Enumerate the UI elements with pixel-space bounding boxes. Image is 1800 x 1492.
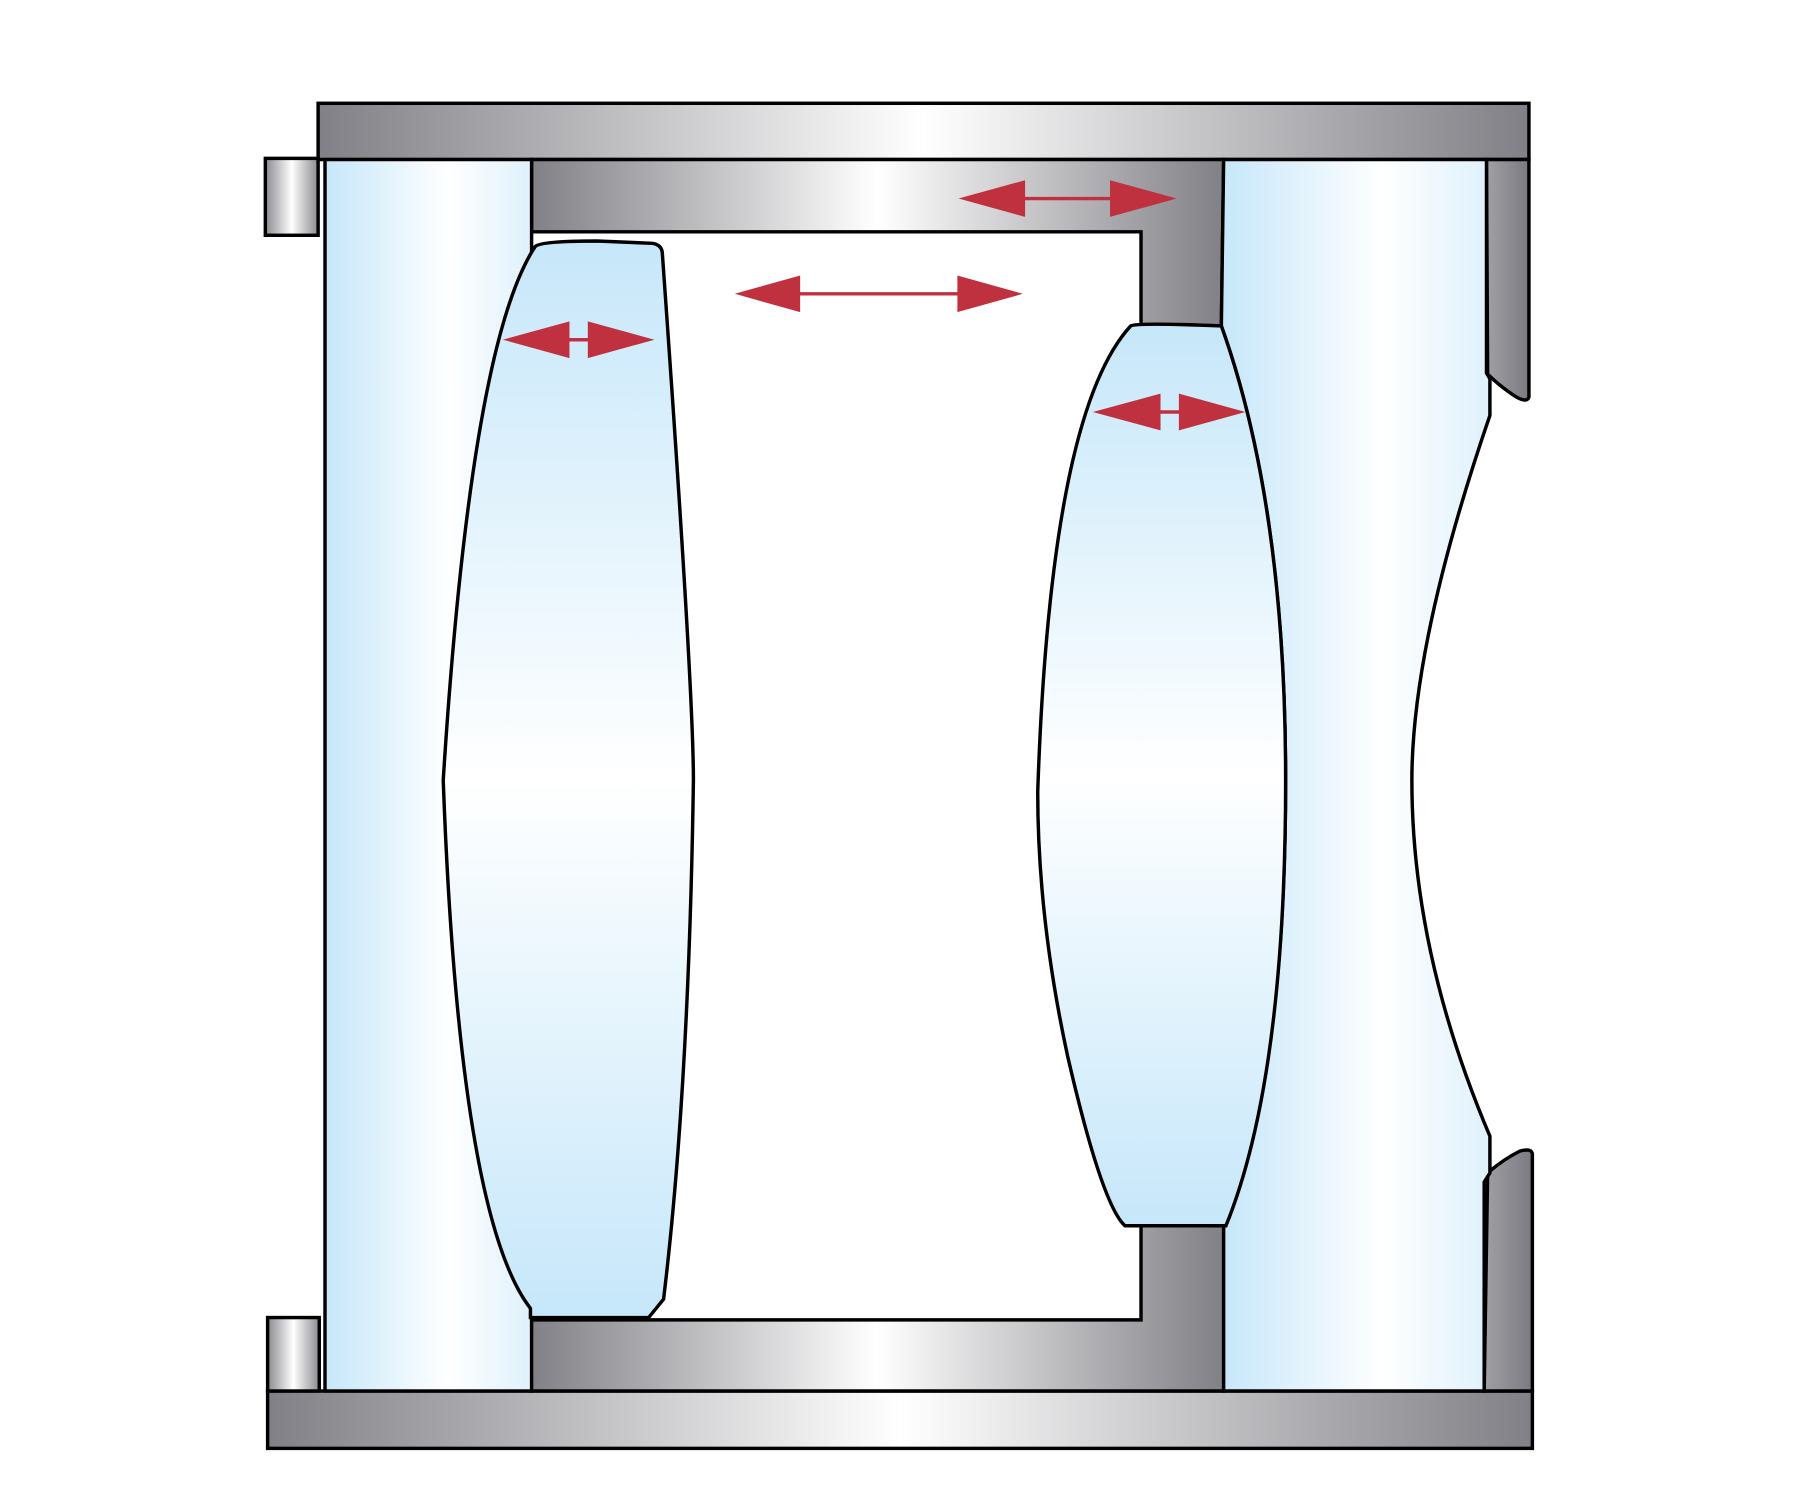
retaining-tab-top [263,156,320,237]
front-lens-thickness-arrow [502,321,655,359]
barrel-bottom-bar [265,1389,1535,1451]
barrel-right-top-lip [1484,157,1531,402]
front-lens-element [441,239,696,1320]
barrel-top-bar [316,101,1531,162]
spacer-width-arrow [958,180,1177,217]
retaining-tab-bottom [265,1315,321,1393]
air-gap-arrow [734,275,1023,313]
barrel-right-bottom-lip [1482,1148,1535,1393]
rear-lens-thickness-arrow [1092,393,1246,431]
rear-lens-element [1036,322,1288,1228]
lens-barrel [263,101,1535,1451]
